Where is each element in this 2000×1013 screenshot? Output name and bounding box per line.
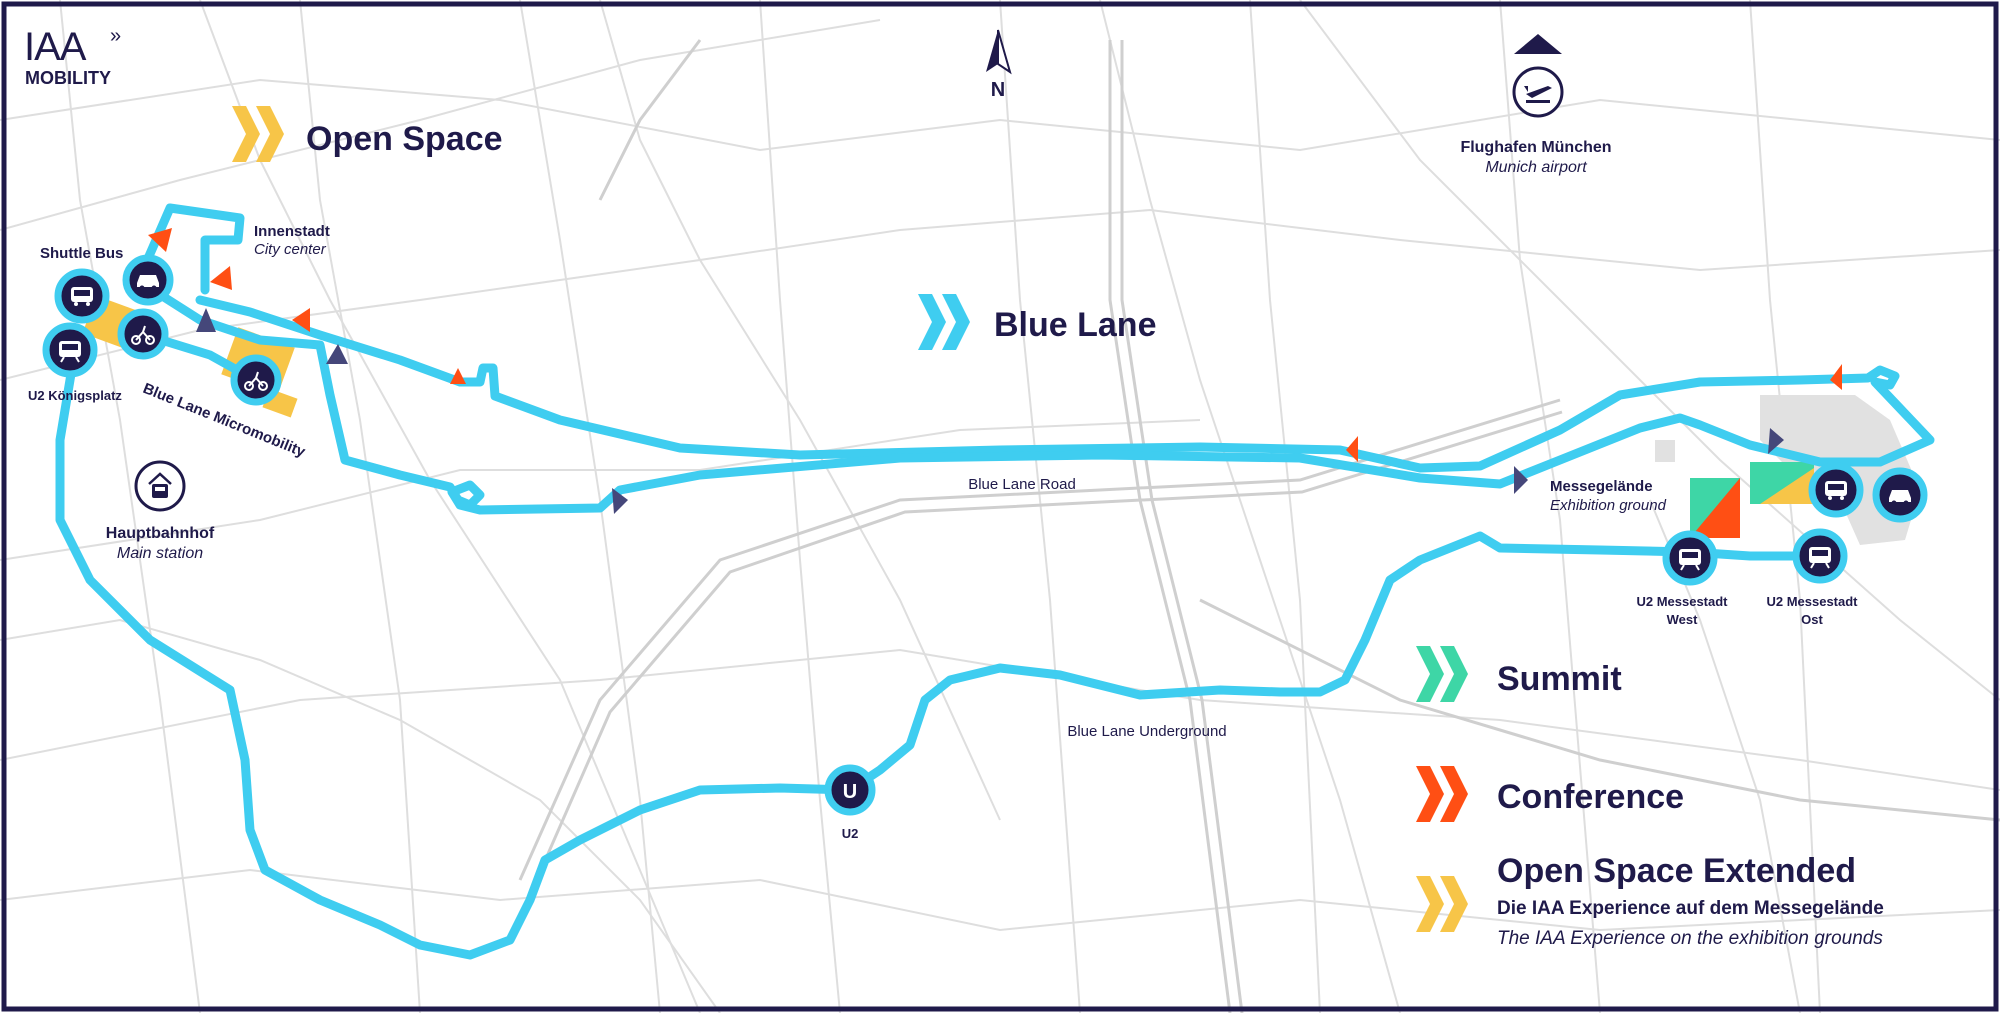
arrow-conference — [1830, 364, 1842, 390]
logo-chevron-icon: » — [110, 25, 121, 47]
stops: U — [42, 34, 1928, 816]
legend-open-space: Open Space — [232, 106, 503, 162]
label-blue-lane-underground: Blue Lane Underground — [1067, 723, 1226, 740]
u2-route-west — [55, 345, 855, 960]
car-icon — [137, 275, 159, 291]
stop-u2-messestadt-west[interactable] — [1662, 530, 1718, 586]
u-bahn-icon: U — [843, 781, 857, 803]
stop-shuttle-bus-messe[interactable] — [1808, 462, 1864, 518]
arrow-conference — [292, 308, 310, 332]
chevron-icon — [918, 294, 970, 350]
open-space-extended-area-yellow — [1760, 468, 1814, 504]
legend-summit: Summit — [1416, 646, 1622, 702]
label-messestadt-ost-2: Ost — [1801, 612, 1823, 627]
stop-hauptbahnhof[interactable] — [134, 460, 186, 512]
legend-open-space-extended: Open Space Extended Die IAA Experience a… — [1416, 852, 1884, 949]
blue-lane-road-upper — [195, 295, 1935, 473]
train-icon — [1809, 547, 1831, 569]
stop-micromobility-1[interactable] — [117, 308, 169, 360]
label-blue-lane-road: Blue Lane Road — [968, 476, 1076, 493]
train-icon — [1679, 549, 1701, 571]
train-icon — [59, 341, 81, 363]
legend-extended-sub-de: Die IAA Experience auf dem Messegelände — [1497, 898, 1884, 919]
arrow-route — [1514, 466, 1528, 494]
city-loop-route — [138, 203, 245, 295]
arrow-conference — [450, 368, 466, 384]
legend-open-space-label: Open Space — [306, 120, 503, 158]
blue-lane-road-lower — [140, 280, 1885, 515]
legend-conference: Conference — [1416, 766, 1684, 822]
car-icon — [1889, 490, 1911, 506]
compass: N — [986, 29, 1012, 101]
compass-north-label: N — [991, 79, 1005, 101]
label-city-center: City center — [254, 241, 327, 258]
label-u2: U2 — [842, 826, 859, 841]
logo-iaa: IAA — [24, 25, 87, 69]
bus-icon — [71, 287, 93, 306]
conference-area — [1690, 478, 1740, 538]
map-labels: Innenstadt City center Shuttle Bus U2 Kö… — [28, 139, 1858, 841]
legend-extended-sub-en: The IAA Experience on the exhibition gro… — [1497, 928, 1883, 949]
direction-arrows — [148, 228, 1842, 514]
label-micromobility: Blue Lane Micromobility — [141, 380, 309, 461]
label-innenstadt: Innenstadt — [254, 223, 330, 240]
label-main-station: Main station — [117, 545, 203, 562]
arrow-route — [326, 344, 348, 364]
label-messestadt-west-1: U2 Messestadt — [1636, 594, 1728, 609]
chevron-icon — [1416, 876, 1468, 932]
stop-u2-koenigsplatz[interactable] — [42, 322, 98, 378]
label-messestadt-west-2: West — [1667, 612, 1698, 627]
label-messegelaende: Messegelände — [1550, 478, 1653, 495]
stop-shuttle-bus[interactable] — [54, 268, 110, 324]
airport-marker[interactable] — [1512, 34, 1564, 118]
arrow-conference — [148, 228, 172, 252]
scooter-icon — [131, 325, 155, 345]
label-exhibition-ground: Exhibition ground — [1550, 497, 1667, 514]
arrow-route — [196, 308, 216, 332]
bus-icon — [1825, 481, 1847, 500]
arrow-conference — [210, 266, 232, 290]
stop-micromobility-2[interactable] — [230, 354, 282, 406]
iaa-logo: IAA » MOBILITY — [24, 25, 121, 88]
logo-mobility: MOBILITY — [25, 68, 111, 88]
scooter-icon — [244, 371, 268, 391]
routes — [55, 203, 1935, 960]
chevron-icon — [1416, 646, 1468, 702]
legend-blue-lane: Blue Lane — [918, 294, 1156, 350]
stop-car-city[interactable] — [122, 254, 174, 306]
railway-lines — [518, 39, 2000, 1013]
arrow-conference — [1346, 436, 1358, 462]
label-flughafen: Flughafen München — [1460, 139, 1611, 156]
arrow-route — [612, 488, 628, 514]
legend: Open Space Blue Lane Summit Conference O… — [232, 106, 1884, 949]
chevron-icon — [1416, 766, 1468, 822]
label-shuttle-bus: Shuttle Bus — [40, 245, 123, 262]
legend-open-space-extended-label: Open Space Extended — [1497, 852, 1856, 890]
airplane-icon — [1524, 86, 1552, 103]
stop-u2-midway[interactable]: U — [824, 764, 876, 816]
label-munich-airport: Munich airport — [1485, 159, 1587, 176]
label-messestadt-ost-1: U2 Messestadt — [1766, 594, 1858, 609]
label-u2-koenigsplatz: U2 Königsplatz — [28, 388, 122, 403]
stop-car-messe[interactable] — [1872, 467, 1928, 523]
label-hauptbahnhof: Hauptbahnhof — [106, 525, 215, 542]
train-station-icon — [148, 472, 172, 498]
arrow-route — [1768, 428, 1784, 454]
legend-blue-lane-label: Blue Lane — [994, 306, 1156, 344]
compass-arrow-icon — [986, 30, 998, 72]
stop-u2-messestadt-ost[interactable] — [1792, 528, 1848, 584]
blue-lane-underground-route — [845, 531, 1825, 795]
legend-conference-label: Conference — [1497, 778, 1684, 816]
legend-summit-label: Summit — [1497, 660, 1622, 698]
airport-pointer — [1514, 34, 1562, 54]
